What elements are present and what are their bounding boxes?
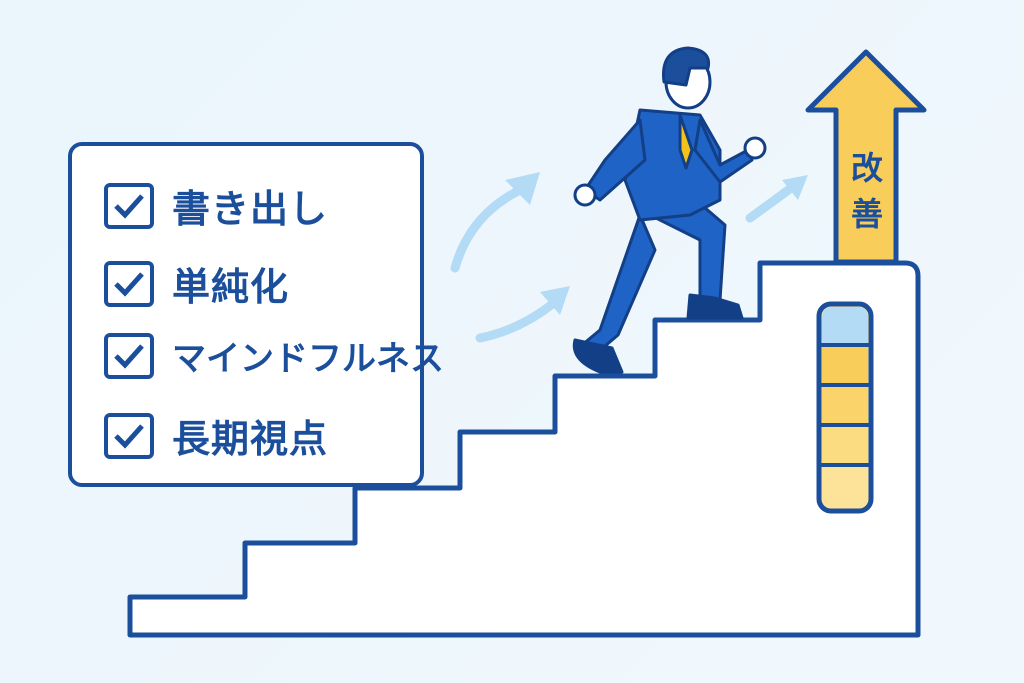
progress-gauge: [816, 301, 874, 514]
checkbox-checked-icon[interactable]: [104, 260, 154, 307]
improvement-label-line1: 改: [850, 149, 883, 187]
checklist-panel: 書き出し 単純化 マインドフルネス 長期視点: [68, 142, 444, 487]
checklist-item: 単純化: [104, 256, 289, 311]
checklist-item-label: マインドフルネス: [172, 339, 444, 379]
checklist-item-label: 長期視点: [172, 417, 329, 461]
arrow-heads: [505, 172, 808, 315]
checkbox-checked-icon[interactable]: [104, 412, 154, 459]
improvement-arrow-icon: [805, 49, 927, 265]
checklist-item-label: 書き出し: [172, 187, 329, 231]
improvement-label: 改 善: [843, 145, 891, 237]
businessman-climbing: [572, 46, 767, 374]
checkbox-checked-icon[interactable]: [104, 332, 154, 379]
checkbox-checked-icon[interactable]: [104, 182, 154, 229]
checklist-item-label: 単純化: [172, 265, 290, 309]
checklist-item: マインドフルネス: [104, 331, 444, 380]
staircase: [127, 260, 921, 638]
checklist-item: 書き出し: [104, 178, 328, 233]
improvement-label-line2: 善: [850, 195, 883, 233]
checklist-item: 長期視点: [104, 408, 328, 463]
